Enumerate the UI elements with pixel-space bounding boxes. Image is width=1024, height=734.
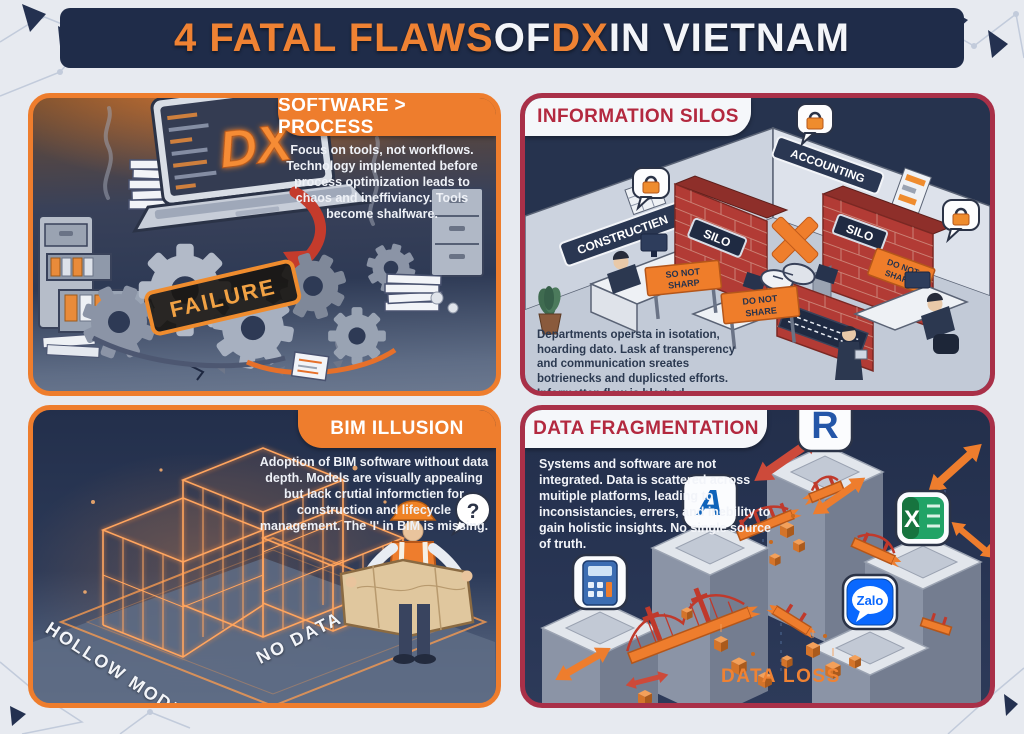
svg-text:X: X	[904, 506, 920, 533]
zalo-icon: Zalo	[841, 573, 899, 631]
broken-bridge-icon	[802, 475, 845, 506]
question-bubble: ?	[450, 492, 491, 537]
broken-bridge-icon	[736, 502, 802, 542]
title-dx: DX	[551, 15, 609, 60]
person-icon	[607, 250, 641, 294]
title-vietnam: IN VIETNAM	[608, 15, 850, 60]
svg-text:R: R	[811, 410, 838, 447]
svg-text:DO NOT: DO NOT	[742, 293, 778, 307]
wireframe-building	[100, 447, 452, 658]
person-icon	[835, 325, 868, 380]
construction-worker: ?	[339, 492, 491, 664]
panel-header-data-fragmentation: DATA FRAGMENTATION	[525, 410, 767, 448]
calculator-icon	[571, 553, 629, 611]
panel-data-fragmentation: R A X Zalo	[520, 405, 995, 708]
svg-text:SO NOT: SO NOT	[665, 266, 701, 280]
svg-text:Zalo: Zalo	[857, 593, 884, 608]
person-icon	[921, 292, 959, 354]
suspension-bridge-icon	[626, 587, 761, 665]
crumpled-paper-icon	[430, 291, 444, 305]
platform-outline	[58, 536, 488, 703]
data-fragmentation-description: Systems and software are not integrated.…	[539, 457, 771, 551]
autocad-icon: A	[681, 473, 739, 531]
handshake-blocked	[742, 216, 839, 293]
falling-bridge-piece	[766, 603, 816, 639]
marked-paper-icon	[290, 351, 330, 382]
panel-header-software-process: SOFTWARE > PROCESS	[278, 98, 496, 138]
sign-silo-center: SILO	[687, 217, 748, 258]
svg-text:SHARP: SHARP	[668, 277, 700, 290]
revit-icon: R	[796, 410, 854, 453]
broken-bridge-icon	[850, 532, 902, 568]
handshake-icon	[742, 262, 839, 293]
server-icon	[430, 187, 484, 277]
floor	[33, 558, 495, 703]
broken-bridge-icon	[919, 612, 953, 636]
panel-header-bim-illusion: BIM ILLUSION	[298, 410, 496, 448]
panel-header-information-silos: INFORMATION SILOS	[525, 98, 751, 136]
paper-stack-icon	[384, 273, 444, 312]
hard-hat-icon	[389, 500, 437, 521]
title-banner: 4 FATAL FLAWS OF DX IN VIETNAM	[60, 8, 964, 68]
data-fragmentation-illustration: R A X Zalo	[541, 410, 990, 703]
panel-bim-illusion: ? BIM ILLUSION Adoption of BIM software …	[28, 405, 501, 708]
bim-illusion-illustration: ?	[33, 447, 495, 703]
title-flaws: 4 FATAL FLAWS	[174, 15, 494, 60]
excel-icon: X	[894, 489, 952, 547]
data-cubes	[638, 514, 861, 703]
software-process-description: Focus on tools, not workflows. Technolog…	[286, 143, 478, 221]
svg-text:SHARE: SHARE	[745, 305, 777, 318]
panel-information-silos: CONSTRUCTIEN ACCOUNTING	[520, 93, 995, 396]
question-mark: ?	[467, 500, 480, 523]
bim-illusion-description: Adoption of BIM software without data de…	[259, 455, 489, 533]
sign-stand: SO NOT SHARP	[644, 259, 723, 320]
data-loss-label: DATA LOSS	[721, 666, 841, 687]
x-mark-icon	[771, 216, 819, 264]
gear-icon	[328, 307, 386, 365]
panel-software-process: DX	[28, 93, 501, 396]
information-silos-description: Departments opersta in isotation, hoardi…	[537, 329, 736, 396]
title-of: OF	[493, 15, 552, 60]
information-silos-illustration: CONSTRUCTIEN ACCOUNTING	[525, 98, 990, 391]
sign-silo-right: SILO	[832, 213, 889, 251]
cable	[91, 335, 286, 369]
svg-text:A: A	[696, 482, 723, 523]
crumpled-paper-icon	[447, 302, 459, 314]
plant-icon	[538, 286, 562, 335]
sign-stand: DO NOT SHARE	[720, 285, 801, 350]
